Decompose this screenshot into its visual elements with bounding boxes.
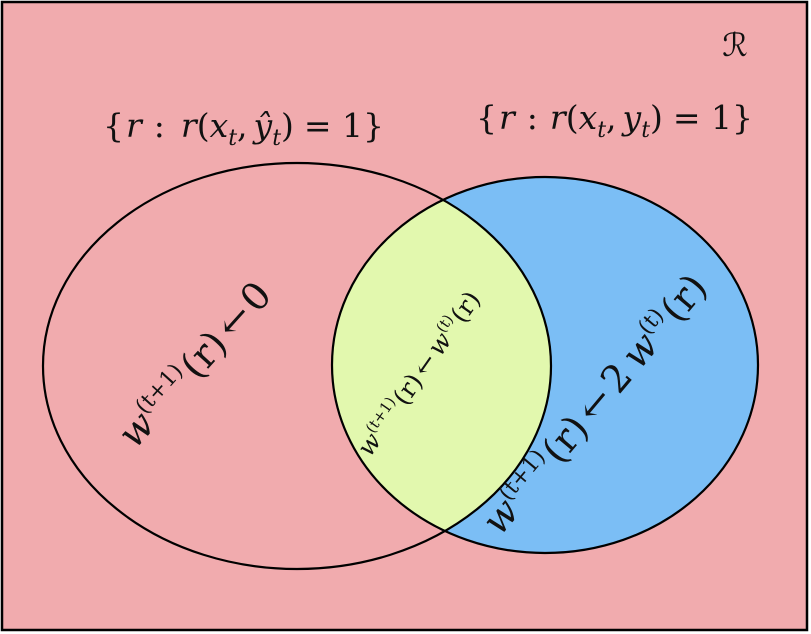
right-set-outline xyxy=(330,175,760,555)
universe-label: ℛ xyxy=(722,26,748,64)
left-set-label: {r:r(xt,ŷt)= 1} xyxy=(103,106,384,151)
intersection-fill xyxy=(332,177,551,553)
left-set-outline xyxy=(41,161,553,571)
right-set-label: {r:r(xt,yt)= 1} xyxy=(476,98,753,143)
